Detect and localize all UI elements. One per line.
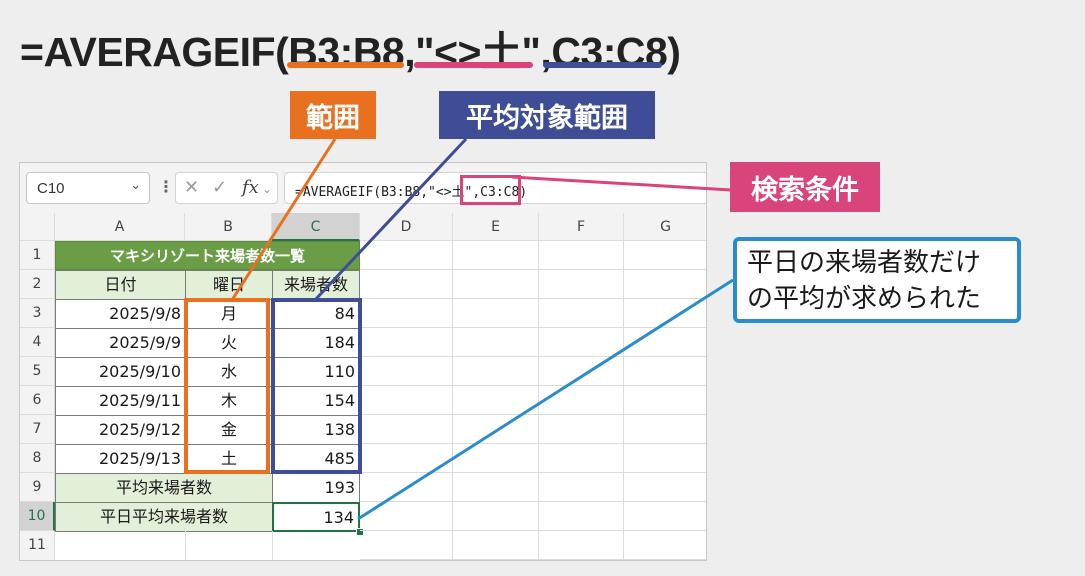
row-header-4[interactable]: 4 bbox=[20, 328, 55, 357]
formula-headline: =AVERAGEIF(B3:B8,"<>土",C3:C8) bbox=[20, 18, 681, 78]
column-header-a[interactable]: A bbox=[55, 213, 185, 241]
result-note: 平日の来場者数だけ の平均が求められた bbox=[733, 237, 1021, 323]
name-box[interactable]: C10⌄ bbox=[26, 172, 150, 204]
column-header-e[interactable]: E bbox=[453, 213, 539, 241]
range-highlight-box bbox=[184, 298, 270, 474]
header-day[interactable]: 曜日 bbox=[185, 270, 273, 300]
excel-window: C10⌄ ⋮ ✕ ✓ fx ⌄ =AVERAGEIF(B3:B8,"<>土",C… bbox=[19, 162, 707, 561]
row-header-2[interactable]: 2 bbox=[20, 270, 55, 299]
date-cell[interactable]: 2025/9/10 bbox=[55, 357, 186, 387]
header-date[interactable]: 日付 bbox=[55, 270, 186, 300]
formula-arg-range: B3:B8 bbox=[288, 29, 405, 75]
formula-bar: C10⌄ ⋮ ✕ ✓ fx ⌄ =AVERAGEIF(B3:B8,"<>土",C… bbox=[20, 163, 706, 213]
formula-comma-2: , bbox=[540, 29, 552, 75]
row-header-8[interactable]: 8 bbox=[20, 444, 55, 473]
chevron-down-icon[interactable]: ⌄ bbox=[130, 177, 141, 192]
column-header-g[interactable]: G bbox=[624, 213, 706, 241]
range-underline bbox=[287, 62, 404, 68]
column-header-b[interactable]: B bbox=[185, 213, 272, 241]
avg-range-highlight-box bbox=[271, 298, 362, 474]
criteria-highlight-box bbox=[460, 175, 521, 205]
enter-icon[interactable]: ✓ bbox=[212, 177, 228, 198]
row-header-3[interactable]: 3 bbox=[20, 299, 55, 328]
formula-buttons: ✕ ✓ fx ⌄ bbox=[175, 172, 278, 204]
empty-grid-row11 bbox=[55, 531, 360, 560]
insert-function-icon[interactable]: fx bbox=[242, 177, 259, 198]
formula-suffix: ) bbox=[667, 29, 681, 75]
weekday-avg-value-cell[interactable]: 134 bbox=[272, 502, 360, 532]
criteria-underline bbox=[414, 62, 533, 68]
row-header-6[interactable]: 6 bbox=[20, 386, 55, 415]
expand-chevron-icon[interactable]: ⌄ bbox=[262, 182, 273, 196]
row-header-1[interactable]: 1 bbox=[20, 241, 55, 270]
avg-range-underline bbox=[543, 62, 662, 68]
formula-arg-criteria: "<>土" bbox=[415, 29, 541, 75]
row-header-9[interactable]: 9 bbox=[20, 473, 55, 502]
criteria-callout: 検索条件 bbox=[730, 162, 880, 212]
weekday-avg-label-cell[interactable]: 平日平均来場者数 bbox=[55, 502, 273, 532]
column-header-d[interactable]: D bbox=[360, 213, 453, 241]
row-header-5[interactable]: 5 bbox=[20, 357, 55, 386]
date-cell[interactable]: 2025/9/11 bbox=[55, 386, 186, 416]
column-header-f[interactable]: F bbox=[539, 213, 624, 241]
note-line-1: 平日の来場者数だけ bbox=[747, 248, 982, 278]
formula-arg-avg-range: C3:C8 bbox=[551, 29, 668, 75]
date-cell[interactable]: 2025/9/9 bbox=[55, 328, 186, 358]
row-header-7[interactable]: 7 bbox=[20, 415, 55, 444]
table-title[interactable]: マキシリゾート来場者数一覧 bbox=[55, 241, 360, 270]
column-header-c[interactable]: C bbox=[272, 213, 360, 241]
avg-value-cell[interactable]: 193 bbox=[272, 473, 360, 503]
more-options-icon[interactable]: ⋮ bbox=[158, 177, 174, 196]
select-all-corner[interactable] bbox=[20, 213, 55, 241]
note-line-2: の平均が求められた bbox=[747, 284, 982, 314]
row-header-10[interactable]: 10 bbox=[20, 502, 55, 531]
header-visitors[interactable]: 来場者数 bbox=[272, 270, 360, 300]
range-callout: 範囲 bbox=[290, 91, 376, 139]
avg-label-cell[interactable]: 平均来場者数 bbox=[55, 473, 273, 503]
cancel-icon[interactable]: ✕ bbox=[184, 177, 200, 198]
formula-comma-1: , bbox=[404, 29, 416, 75]
date-cell[interactable]: 2025/9/12 bbox=[55, 415, 186, 445]
avg-range-callout: 平均対象範囲 bbox=[439, 91, 655, 139]
empty-grid-area bbox=[360, 241, 706, 560]
date-cell[interactable]: 2025/9/13 bbox=[55, 444, 186, 474]
formula-prefix: =AVERAGEIF( bbox=[20, 29, 289, 75]
date-cell[interactable]: 2025/9/8 bbox=[55, 299, 186, 329]
row-header-11[interactable]: 11 bbox=[20, 531, 55, 560]
